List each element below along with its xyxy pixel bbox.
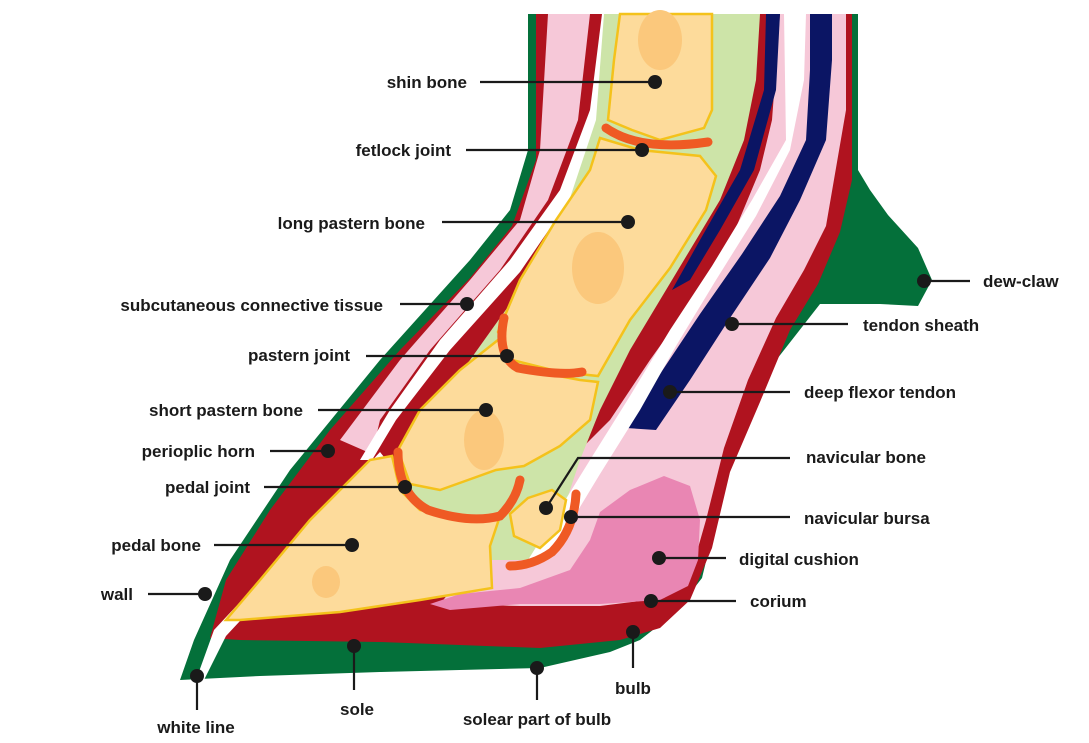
label-wall: wall	[100, 585, 133, 604]
label-perioplic-horn: perioplic horn	[142, 442, 255, 461]
label-navicular-bursa: navicular bursa	[804, 509, 930, 528]
navicular-bone-dot	[539, 501, 553, 515]
label-digital-cushion: digital cushion	[739, 550, 859, 569]
label-navicular-bone: navicular bone	[806, 448, 926, 467]
label-solear-part-of-bulb: solear part of bulb	[463, 710, 611, 729]
marrow-short	[464, 410, 504, 470]
pedal-joint-dot	[398, 480, 412, 494]
label-pedal-joint: pedal joint	[165, 478, 250, 497]
label-corium: corium	[750, 592, 807, 611]
fetlock-joint-dot	[635, 143, 649, 157]
navicular-bursa-dot	[564, 510, 578, 524]
label-short-pastern-bone: short pastern bone	[149, 401, 303, 420]
long-pastern-bone-dot	[621, 215, 635, 229]
white-line-dot	[190, 669, 204, 683]
label-subcutaneous-connective-tissue: subcutaneous connective tissue	[120, 296, 383, 315]
bulb-dot	[626, 625, 640, 639]
tendon-sheath-dot	[725, 317, 739, 331]
shin-bone-dot	[648, 75, 662, 89]
hoof-illustration	[180, 10, 932, 680]
perioplic-horn-dot	[321, 444, 335, 458]
marrow-shin	[638, 10, 682, 70]
pedal-bone-dot	[345, 538, 359, 552]
label-long-pastern-bone: long pastern bone	[278, 214, 425, 233]
pastern-joint-dot	[500, 349, 514, 363]
wall-dot	[198, 587, 212, 601]
label-bulb: bulb	[615, 679, 651, 698]
label-pastern-joint: pastern joint	[248, 346, 350, 365]
label-fetlock-joint: fetlock joint	[356, 141, 452, 160]
solear-part-of-bulb-dot	[530, 661, 544, 675]
corium-dot	[644, 594, 658, 608]
marrow-pedal	[312, 566, 340, 598]
sole-dot	[347, 639, 361, 653]
label-deep-flexor-tendon: deep flexor tendon	[804, 383, 956, 402]
label-white-line: white line	[156, 718, 234, 737]
label-pedal-bone: pedal bone	[111, 536, 201, 555]
short-pastern-bone-dot	[479, 403, 493, 417]
marrow-long	[572, 232, 624, 304]
label-dew-claw: dew-claw	[983, 272, 1059, 291]
digital-cushion-dot	[652, 551, 666, 565]
subcutaneous-connective-tissue-dot	[460, 297, 474, 311]
label-sole: sole	[340, 700, 374, 719]
label-shin-bone: shin bone	[387, 73, 467, 92]
label-tendon-sheath: tendon sheath	[863, 316, 979, 335]
dew-claw-dot	[917, 274, 931, 288]
deep-flexor-tendon-dot	[663, 385, 677, 399]
